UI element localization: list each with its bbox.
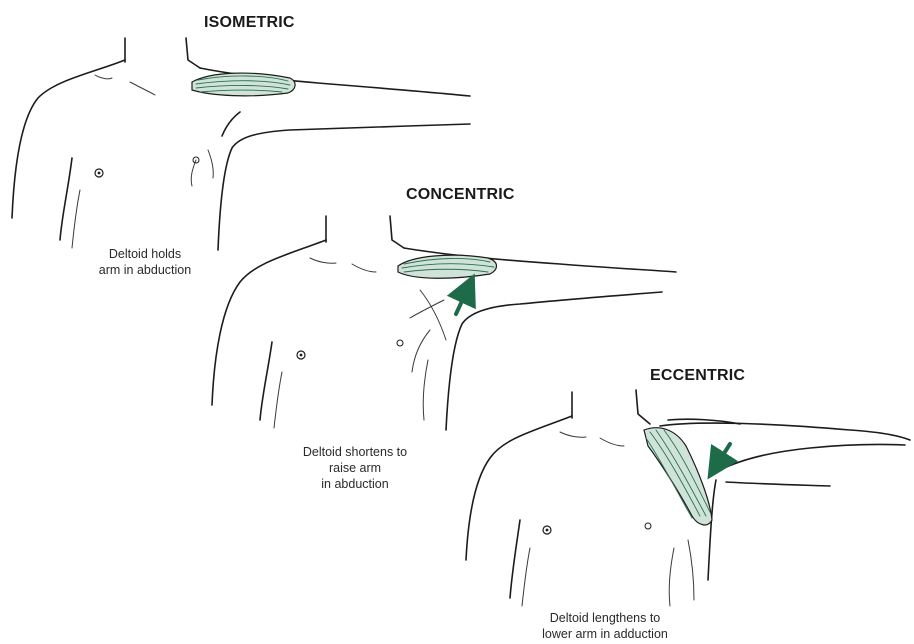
eccentric-title: ECCENTRIC bbox=[650, 367, 745, 385]
concentric-title: CONCENTRIC bbox=[406, 186, 515, 204]
down-arrow bbox=[716, 444, 730, 466]
isometric-caption-line: arm in abduction bbox=[70, 262, 220, 278]
isometric-title: ISOMETRIC bbox=[204, 14, 295, 32]
concentric-caption-line: Deltoid shortens to bbox=[270, 444, 440, 460]
eccentric-caption-line: lower arm in adduction bbox=[510, 626, 700, 642]
isometric-caption: Deltoid holds arm in abduction bbox=[70, 246, 220, 278]
isometric-caption-line: Deltoid holds bbox=[70, 246, 220, 262]
eccentric-caption: Deltoid lengthens to lower arm in adduct… bbox=[510, 610, 700, 642]
eccentric-figure bbox=[466, 390, 910, 606]
deltoid-muscle-eccentric bbox=[644, 428, 712, 525]
concentric-caption: Deltoid shortens to raise arm in abducti… bbox=[270, 444, 440, 492]
eccentric-caption-line: Deltoid lengthens to bbox=[510, 610, 700, 626]
concentric-caption-line: in abduction bbox=[270, 476, 440, 492]
concentric-caption-line: raise arm bbox=[270, 460, 440, 476]
deltoid-muscle-isometric bbox=[192, 73, 295, 96]
up-arrow bbox=[456, 288, 468, 314]
concentric-figure bbox=[212, 216, 676, 430]
deltoid-muscle-concentric bbox=[398, 255, 497, 278]
isometric-figure bbox=[12, 38, 470, 250]
